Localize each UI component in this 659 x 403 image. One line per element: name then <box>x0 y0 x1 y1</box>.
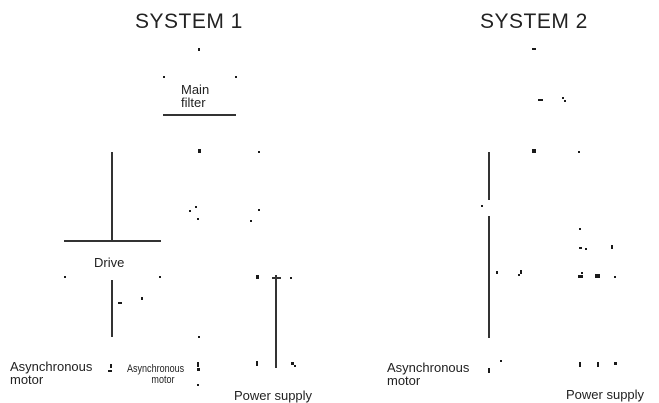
dot <box>585 248 587 250</box>
dot <box>614 362 617 365</box>
dot <box>532 149 536 153</box>
main-filter-label: Main filter <box>181 83 209 109</box>
dot <box>579 228 581 230</box>
dot <box>235 76 237 78</box>
dot <box>64 276 66 278</box>
system1-title: SYSTEM 1 <box>135 10 243 33</box>
power-supply-label-2: Power supply <box>566 387 645 402</box>
dot <box>611 245 613 249</box>
async-motor-label-small: Asynchronous motor <box>127 364 184 386</box>
dot <box>578 275 583 278</box>
dot <box>258 209 260 211</box>
async-motor-label-left-line1: Asynchronous <box>10 359 93 374</box>
dot <box>290 277 292 279</box>
dot <box>579 362 581 367</box>
dot <box>198 48 200 51</box>
async-motor-label-small-line2: motor <box>151 374 175 386</box>
dot <box>564 100 566 102</box>
dot <box>197 362 199 367</box>
dot <box>291 362 294 365</box>
dot <box>481 205 483 207</box>
dot <box>581 272 583 274</box>
dot <box>250 220 252 222</box>
dot <box>578 151 580 153</box>
power-supply-label-1: Power supply <box>234 388 313 403</box>
async-motor-label-system2-line2: motor <box>387 373 421 388</box>
dot <box>258 151 260 153</box>
dot <box>562 97 564 99</box>
dot <box>197 384 199 386</box>
async-motor-label-left-line2: motor <box>10 372 44 387</box>
dot <box>197 368 200 371</box>
dot <box>118 302 122 304</box>
dot <box>141 297 143 300</box>
dot <box>579 247 582 249</box>
system2-title: SYSTEM 2 <box>480 10 588 33</box>
dot <box>488 368 490 373</box>
async-motor-label-left: Asynchronous motor <box>10 360 92 386</box>
dot <box>496 271 498 274</box>
dot <box>595 274 600 278</box>
dot <box>110 364 112 368</box>
dot <box>614 276 616 278</box>
dot <box>159 276 161 278</box>
dot <box>520 270 522 274</box>
dot <box>294 365 296 367</box>
dot <box>532 48 536 50</box>
dot <box>108 370 112 372</box>
async-motor-label-small-line1: Asynchronous <box>127 363 185 375</box>
dot <box>500 360 502 362</box>
dot <box>163 76 165 78</box>
dot <box>256 275 259 279</box>
dot <box>198 149 201 153</box>
drive-label: Drive <box>94 255 125 270</box>
main-filter-label-line2: filter <box>181 95 206 110</box>
async-motor-label-system2-line1: Asynchronous <box>387 360 470 375</box>
dot <box>195 206 197 208</box>
dot <box>538 99 543 101</box>
dot <box>198 336 200 338</box>
dot <box>197 218 199 220</box>
dot <box>256 361 258 366</box>
dot <box>189 210 191 212</box>
main-filter-label-line1: Main <box>181 82 210 97</box>
async-motor-label-system2: Asynchronous motor <box>387 361 469 387</box>
dot <box>597 362 599 367</box>
dot <box>518 274 520 276</box>
